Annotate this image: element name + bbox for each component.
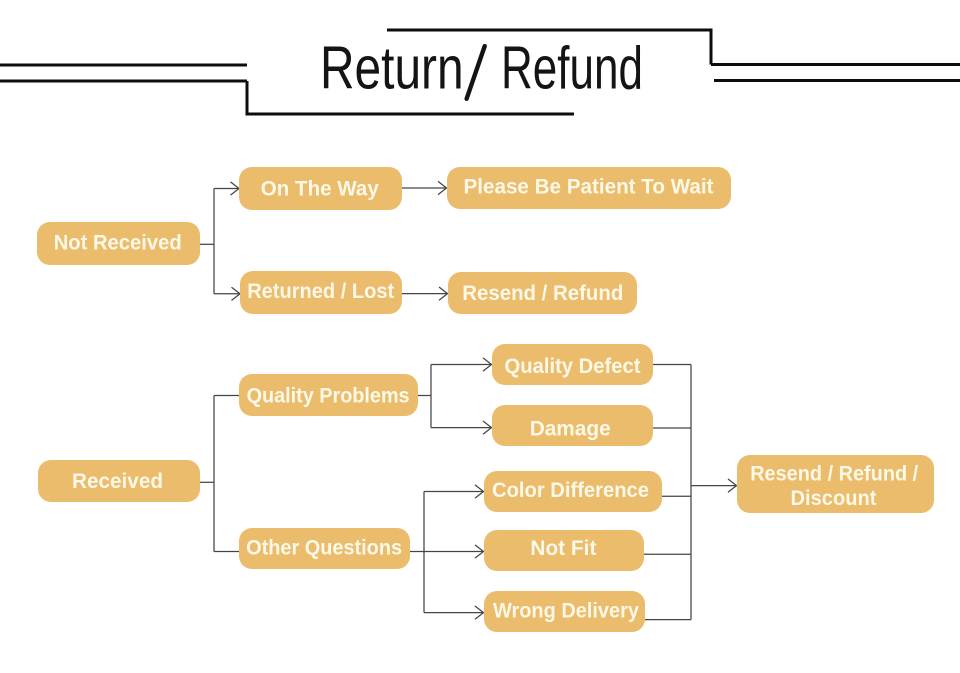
svg-text:Resend / Refund: Resend / Refund xyxy=(462,281,623,305)
svg-text:Please Be Patient To Wait: Please Be Patient To Wait xyxy=(464,175,714,199)
svg-text:Resend / Refund /: Resend / Refund / xyxy=(750,462,918,486)
svg-text:Wrong Delivery: Wrong Delivery xyxy=(493,599,639,623)
svg-text:Damage: Damage xyxy=(530,417,611,441)
svg-text:On The Way: On The Way xyxy=(261,177,379,201)
svg-text:Return: Return xyxy=(320,34,464,101)
svg-text:Other Questions: Other Questions xyxy=(246,536,402,560)
svg-text:Returned / Lost: Returned / Lost xyxy=(247,279,394,303)
svg-text:Quality Problems: Quality Problems xyxy=(247,383,410,407)
svg-text:Refund: Refund xyxy=(501,34,643,101)
svg-text:Quality Defect: Quality Defect xyxy=(505,354,641,378)
svg-text:Discount: Discount xyxy=(791,486,877,510)
svg-text:Received: Received xyxy=(72,469,163,493)
svg-text:Not Fit: Not Fit xyxy=(530,536,596,560)
svg-text:Not Received: Not Received xyxy=(54,231,182,255)
svg-text:Color Difference: Color Difference xyxy=(492,478,649,502)
